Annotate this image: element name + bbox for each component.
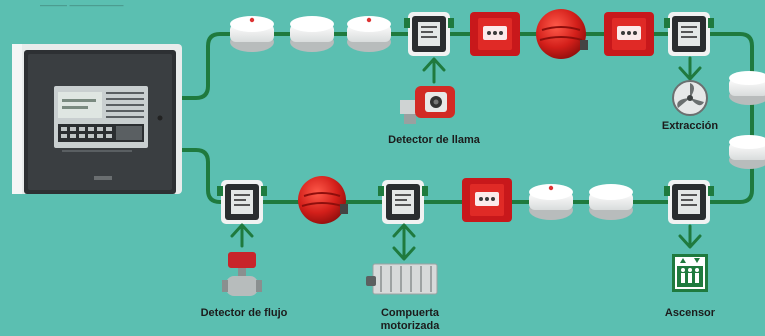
io-module-icon	[664, 180, 714, 224]
label-elevator: Ascensor	[664, 307, 716, 319]
manual-call-point-icon	[470, 12, 520, 56]
label-motorized-damper-line2: motorizada	[380, 320, 440, 332]
label-flame-detector: Detector de llama	[388, 134, 480, 146]
smoke-detector-icon	[729, 71, 765, 105]
elevator-icon	[672, 254, 708, 292]
flow-switch-icon	[222, 252, 262, 296]
io-module-icon	[664, 12, 714, 56]
top-caption-fragment: ——— ——————	[40, 0, 124, 10]
arrow-motorized-damper	[392, 223, 416, 261]
label-motorized-damper: Compuerta motorizada	[360, 307, 460, 333]
manual-call-point-icon	[462, 178, 512, 222]
io-module-icon	[404, 12, 454, 56]
damper-icon	[366, 263, 438, 295]
smoke-detector-icon	[230, 16, 274, 52]
label-extraction: Extracción	[661, 120, 719, 132]
fan-icon	[672, 80, 708, 116]
io-module-icon	[378, 180, 428, 224]
io-module-icon	[217, 180, 267, 224]
arrow-extraction	[678, 56, 702, 81]
label-motorized-damper-line1: Compuerta	[380, 307, 440, 319]
label-flow-detector: Detector de flujo	[200, 307, 288, 319]
manual-call-point-icon	[604, 12, 654, 56]
siren-icon	[536, 9, 588, 59]
fire-panel-icon	[12, 44, 182, 194]
arrow-elevator	[678, 224, 702, 249]
arrow-flame-detector	[422, 57, 446, 84]
smoke-detector-icon	[347, 16, 391, 52]
smoke-detector-icon	[589, 184, 633, 220]
smoke-detector-icon	[729, 135, 765, 169]
smoke-detector-icon	[529, 184, 573, 220]
arrow-flow-detector	[230, 223, 254, 248]
flame-detector-icon	[400, 86, 455, 124]
smoke-detector-icon	[290, 16, 334, 52]
siren-icon	[298, 176, 348, 224]
